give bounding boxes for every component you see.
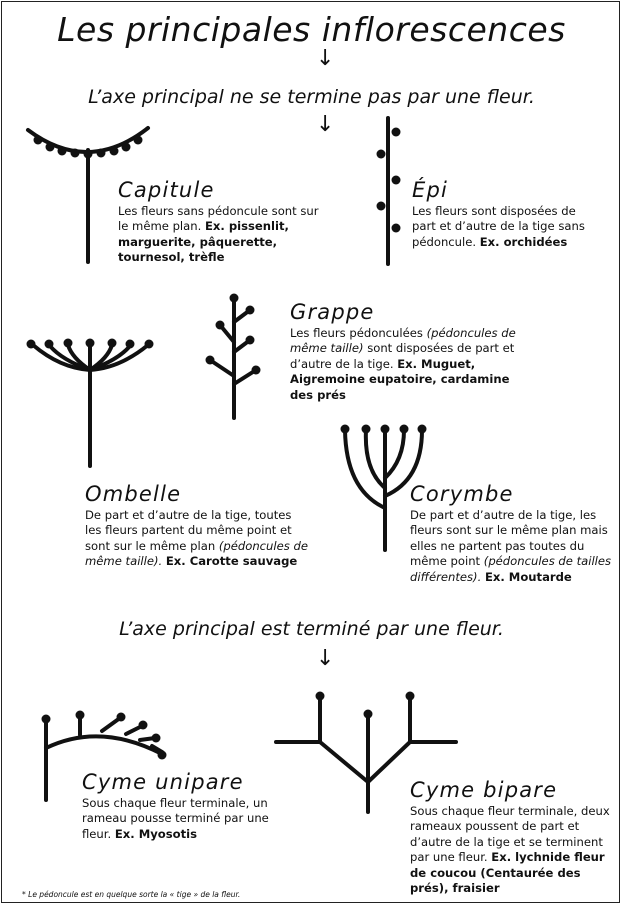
cyme-unipare-block: Cyme unipare Sous chaque fleur terminale… bbox=[82, 770, 282, 842]
epi-block: Épi Les fleurs sont disposées de part et… bbox=[412, 178, 592, 250]
capitule-text: Les fleurs sans pédoncule sont sur le mê… bbox=[118, 204, 319, 234]
grappe-text: Les fleurs pédonculées bbox=[290, 326, 423, 340]
arrow-down-icon: ↓ bbox=[316, 46, 335, 71]
grappe-example: Ex. Muguet, Aigremoine eupatoire, cardam… bbox=[290, 356, 510, 402]
ombelle-text: De part et d’autre de la tige, toutes le… bbox=[85, 508, 292, 553]
arrow-down-icon: ↓ bbox=[316, 646, 335, 671]
cyme-unipare-title: Cyme unipare bbox=[82, 770, 244, 794]
corymbe-block: Corymbe De part et d’autre de la tige, l… bbox=[410, 482, 620, 585]
ombelle-title: Ombelle bbox=[85, 482, 182, 506]
ombelle-example: Ex. Carotte sauvage bbox=[165, 554, 298, 569]
ombelle-text-italic: (pédoncules de même taille). bbox=[85, 538, 308, 569]
corymbe-title: Corymbe bbox=[410, 482, 514, 506]
cyme-bipare-block: Cyme bipare Sous chaque fleur terminale,… bbox=[410, 778, 610, 896]
grappe-text-end: sont disposées de part et d’autre de la … bbox=[290, 341, 515, 371]
epi-example: Ex. orchidées bbox=[479, 234, 568, 249]
footnote: * Le pédoncule est en quelque sorte la «… bbox=[22, 890, 241, 899]
cyme-bipare-example: Ex. lychnide fleur de coucou (Centaurée … bbox=[410, 850, 605, 896]
corymbe-text-italic: (pédoncules de tailles différentes). bbox=[410, 554, 612, 584]
corymbe-example: Ex. Moutarde bbox=[484, 569, 572, 584]
page-title: Les principales inflorescences bbox=[57, 10, 566, 49]
grappe-block: Grappe Les fleurs pédonculées (pédoncule… bbox=[290, 300, 535, 403]
cyme-bipare-title: Cyme bipare bbox=[410, 778, 558, 802]
epi-title: Épi bbox=[412, 178, 449, 202]
corymbe-text: De part et d’autre de la tige, les fleur… bbox=[410, 508, 608, 569]
capitule-block: Capitule Les fleurs sans pédoncule sont … bbox=[118, 178, 328, 266]
section-heading-terminated: L’axe principal est terminé par une fleu… bbox=[119, 618, 504, 640]
capitule-title: Capitule bbox=[118, 178, 215, 202]
cyme-unipare-example: Ex. Myosotis bbox=[114, 826, 198, 841]
capitule-example: Ex. pissenlit, marguerite, pâquerette, t… bbox=[118, 219, 289, 265]
cyme-bipare-text: Sous chaque fleur terminale, deux rameau… bbox=[410, 804, 610, 865]
section-heading-not-terminated: L’axe principal ne se termine pas par un… bbox=[88, 86, 535, 108]
ombelle-block: Ombelle De part et d’autre de la tige, t… bbox=[85, 482, 310, 570]
arrow-down-icon: ↓ bbox=[316, 112, 335, 137]
cyme-unipare-text: Sous chaque fleur terminale, un rameau p… bbox=[82, 796, 269, 841]
epi-text: Les fleurs sont disposées de part et d’a… bbox=[412, 204, 585, 249]
grappe-text-italic: (pédoncules de même taille) bbox=[290, 326, 516, 356]
grappe-title: Grappe bbox=[290, 300, 375, 324]
